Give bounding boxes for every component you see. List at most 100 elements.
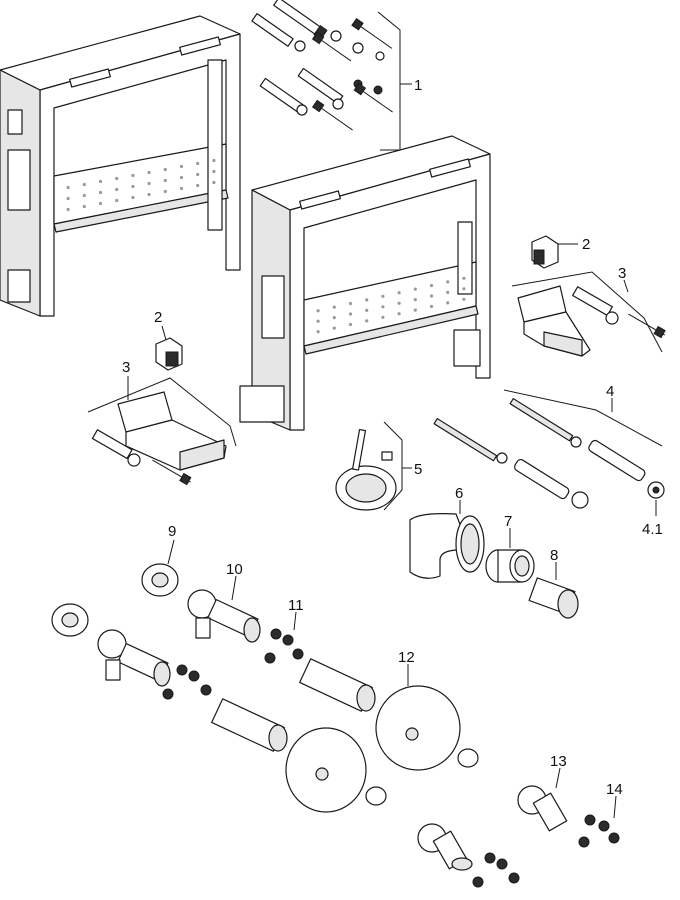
perforation-dot [147,192,151,197]
callout-13: 13 [550,753,567,770]
extension-sleeves [211,658,376,752]
perforation-dot [98,179,103,184]
perforation-dot [98,190,103,195]
perforation-dot [332,326,336,330]
part-7-threaded-adapter [485,549,535,583]
perforation-dot [66,185,70,190]
perforation-dot [429,294,434,298]
perforation-dot [98,201,103,206]
perforation-dot [413,287,417,291]
perforation-dot [446,280,450,284]
perforation-dot [413,308,417,312]
part-3-bracket-left [87,377,237,486]
perforation-dot [147,181,151,186]
perforation-dot [163,178,167,183]
part-5-pipe-clip [335,421,403,511]
callout-7: 7 [504,513,512,530]
part-3-bracket-right [511,271,666,357]
perforation-dot [462,297,466,301]
perforation-dot [179,186,184,191]
callout-3-left: 3 [122,359,130,376]
part-6-elbow [409,513,485,579]
fixing-set-screws [251,0,393,131]
perforation-dot [446,301,450,305]
part-9-wall-flanges [51,563,179,637]
perforation-dot [131,195,135,200]
callout-2-right: 2 [582,236,590,253]
perforation-dot [131,184,135,189]
callout-4-1: 4.1 [642,521,663,538]
part-14-screws [472,814,620,888]
callout-6: 6 [455,485,463,502]
part-8-sleeve [528,577,579,619]
perforation-dot [429,283,434,288]
perforation-dot [147,170,151,175]
perforation-dot [348,312,353,316]
callout-8: 8 [550,547,558,564]
perforation-dot [115,198,119,203]
perforation-dot [163,189,167,194]
part-4-threaded-rods [433,389,665,509]
perforation-dot [446,290,450,294]
callout-4: 4 [606,383,614,400]
callout-11: 11 [288,597,304,614]
perforation-dot [365,308,369,312]
callout-1: 1 [414,77,422,94]
perforation-dot [462,287,466,291]
perforation-dot [332,316,336,320]
perforation-dot [413,298,417,302]
part-13-wall-elbows [417,785,568,871]
perforation-dot [196,183,200,188]
part-2-clip-left [155,337,183,371]
perforation-dot [348,322,353,327]
perforation-dot [381,305,385,309]
perforation-dot [316,319,320,323]
crossbar-perforations [66,158,466,334]
perforation-dot [163,167,167,172]
perforation-dot [381,294,385,298]
perforation-dot [82,182,86,187]
callout-5: 5 [414,461,422,478]
installation-frame-front [239,135,491,431]
perforation-dot [429,304,434,309]
perforation-dot [397,291,401,295]
perforation-dot [212,180,216,185]
perforation-dot [131,173,135,178]
perforation-dot [397,312,401,316]
perforation-dot [82,204,86,209]
callout-1-bracket [377,11,401,151]
perforation-dot [66,207,70,212]
callout-2-left: 2 [154,309,162,326]
part-10-wall-elbows [97,589,261,687]
perforation-dot [365,298,369,302]
callout-10: 10 [226,561,243,578]
perforation-dot [397,301,401,305]
perforation-dot [365,319,369,323]
perforation-dot [462,276,466,280]
perforation-dot [381,315,385,319]
perforation-dot [196,161,200,166]
perforation-dot [212,158,216,163]
perforation-dot [115,187,119,192]
callout-14: 14 [606,781,623,798]
perforation-dot [179,164,184,169]
perforation-dot [316,330,320,334]
installation-frame-back [0,15,241,317]
perforation-dot [332,305,336,309]
callout-3-right: 3 [618,265,626,282]
perforation-dot [212,169,216,174]
callout-9: 9 [168,523,176,540]
perforation-dot [82,193,86,198]
perforation-dot [196,172,200,177]
perforation-dot [348,301,353,306]
part-2-clip-right [531,235,559,269]
callout-12: 12 [398,649,415,666]
part-12-rosettes [285,685,479,813]
perforation-dot [179,175,184,180]
part-11-screws [162,628,304,700]
perforation-dot [316,309,320,313]
perforation-dot [66,196,70,201]
perforation-dot [115,176,119,181]
